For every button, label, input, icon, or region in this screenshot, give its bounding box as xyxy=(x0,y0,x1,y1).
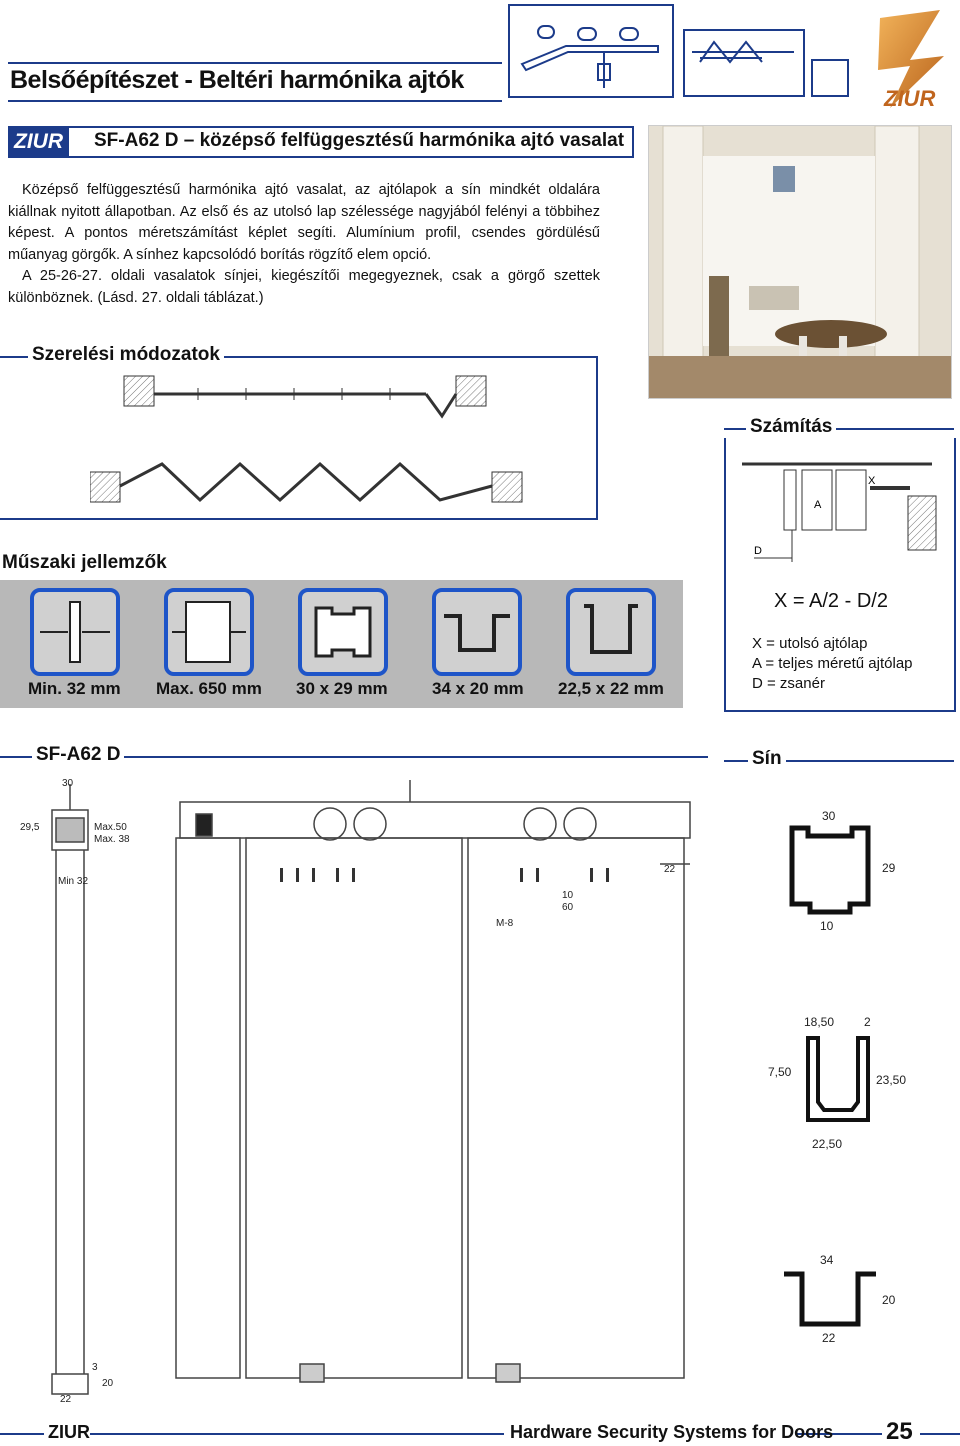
dim-22: 22 xyxy=(664,864,676,875)
rail-profile-3: 34 20 22 xyxy=(784,1253,896,1345)
rail1-bottom: 10 xyxy=(820,919,834,933)
rail1-height: 29 xyxy=(882,861,896,875)
dim-min-32: Min 32 xyxy=(58,876,88,887)
calc-section-line xyxy=(724,428,954,430)
spec-card-5 xyxy=(566,588,656,676)
intro-paragraph-2: A 25-26-27. oldali vasalatok sínjei, kie… xyxy=(8,268,600,306)
dim-60: 60 xyxy=(562,902,574,913)
rail2-height: 23,50 xyxy=(876,1073,906,1087)
fold-icon-frame xyxy=(683,29,805,97)
page-number: 25 xyxy=(886,1418,913,1445)
product-title: SF-A62 D – középső felfüggesztésű harmón… xyxy=(94,130,625,151)
spec-card-2 xyxy=(164,588,254,676)
specs-panel: Min. 32 mm Max. 650 mm 30 x 29 mm 34 x 2… xyxy=(0,580,683,708)
max-width-icon xyxy=(172,601,246,663)
rail-profile-2: 18,50 2 7,50 23,50 22,50 xyxy=(768,1015,906,1151)
rail2-width: 18,50 xyxy=(804,1015,834,1029)
ziur-logo: ZIUR xyxy=(878,10,944,111)
calc-diagram: A X D xyxy=(742,462,937,562)
page-title: Belsőépítészet - Beltéri harmónika ajtók xyxy=(10,66,464,94)
product-heading: ZIUR SF-A62 D – középső felfüggesztésű h… xyxy=(8,126,634,158)
footer-brand: ZIUR xyxy=(48,1422,90,1442)
dim-10: 10 xyxy=(562,890,574,901)
roller-assembly-icon xyxy=(520,25,659,88)
calc-label-d: D xyxy=(754,545,762,557)
mounting-diagram xyxy=(90,375,523,503)
spec-card-3 xyxy=(298,588,388,676)
rail2-lip: 7,50 xyxy=(768,1065,792,1079)
model-section-line xyxy=(0,756,708,758)
rail-profile-1: 30 29 10 xyxy=(789,809,896,933)
empty-icon-frame xyxy=(811,59,849,97)
footer-tagline: Hardware Security Systems for Doors xyxy=(510,1422,834,1442)
footer-line-mid xyxy=(90,1433,504,1435)
dim-max-38: Max. 38 xyxy=(94,834,130,845)
rail3-width: 34 xyxy=(820,1253,834,1267)
rail-profile-icon xyxy=(314,606,372,658)
footer-line-end xyxy=(920,1433,960,1435)
calc-label-x: X xyxy=(868,475,876,487)
u-profile-icon xyxy=(444,614,510,652)
calc-def-x: X = utolsó ajtólap xyxy=(752,635,868,652)
footer-line-right xyxy=(796,1433,882,1435)
spec-label-4: 34 x 20 mm xyxy=(432,679,524,698)
calc-box xyxy=(724,438,956,712)
dim-22b: 22 xyxy=(60,1394,72,1404)
calc-def-a: A = teljes méretű ajtólap xyxy=(752,655,913,672)
rail2-gap: 2 xyxy=(864,1015,871,1029)
intro-text: Középső felfüggesztésű harmónika ajtó va… xyxy=(8,180,600,309)
rail-section-title: Sín xyxy=(748,748,786,770)
specs-section-title: Műszaki jellemzők xyxy=(0,552,171,574)
dim-m8: M-8 xyxy=(496,918,514,929)
rail3-height: 20 xyxy=(882,1293,896,1307)
dim-30: 30 xyxy=(62,778,74,789)
room-photo xyxy=(648,125,952,399)
calc-def-d: D = zsanér xyxy=(752,675,825,692)
spec-label-5: 22,5 x 22 mm xyxy=(558,679,664,698)
dim-29-5: 29,5 xyxy=(20,822,40,833)
rail1-width: 30 xyxy=(822,809,836,823)
mounting-section-vline xyxy=(596,356,598,520)
spec-label-1: Min. 32 mm xyxy=(28,679,121,698)
footer-line-left xyxy=(0,1433,44,1435)
rail3-bottom: 22 xyxy=(822,1331,836,1345)
folding-pattern-icon xyxy=(692,40,794,64)
spec-label-2: Max. 650 mm xyxy=(156,679,262,698)
rail-section-line xyxy=(724,760,954,762)
logo-text: ZIUR xyxy=(883,86,935,111)
mounting-section-bottom xyxy=(0,518,598,520)
intro-paragraph-1: Középső felfüggesztésű harmónika ajtó va… xyxy=(8,182,600,263)
calc-label-a: A xyxy=(814,499,822,511)
min-thickness-icon xyxy=(40,601,110,663)
calc-formula: X = A/2 - D/2 xyxy=(774,590,888,612)
page-title-box: Belsőépítészet - Beltéri harmónika ajtók xyxy=(8,62,502,102)
ziur-badge: ZIUR xyxy=(8,128,69,156)
mounting-section-line xyxy=(0,356,598,358)
rail2-bottom: 22,50 xyxy=(812,1137,842,1151)
header-illustrations xyxy=(508,4,849,98)
dim-max-50: Max.50 xyxy=(94,822,127,833)
spec-card-1 xyxy=(30,588,120,676)
dim-3: 3 xyxy=(92,1362,98,1373)
calc-section-title: Számítás xyxy=(746,416,837,438)
dim-20: 20 xyxy=(102,1378,114,1389)
mounting-section-title: Szerelési módozatok xyxy=(28,344,224,366)
small-profile-icon xyxy=(584,604,638,654)
spec-card-4 xyxy=(432,588,522,676)
model-section-title: SF-A62 D xyxy=(32,744,125,766)
spec-label-3: 30 x 29 mm xyxy=(296,679,388,698)
assembly-drawing: 30 29,5 Max.50 Max. 38 Min 32 22 10 60 M… xyxy=(20,778,691,1404)
